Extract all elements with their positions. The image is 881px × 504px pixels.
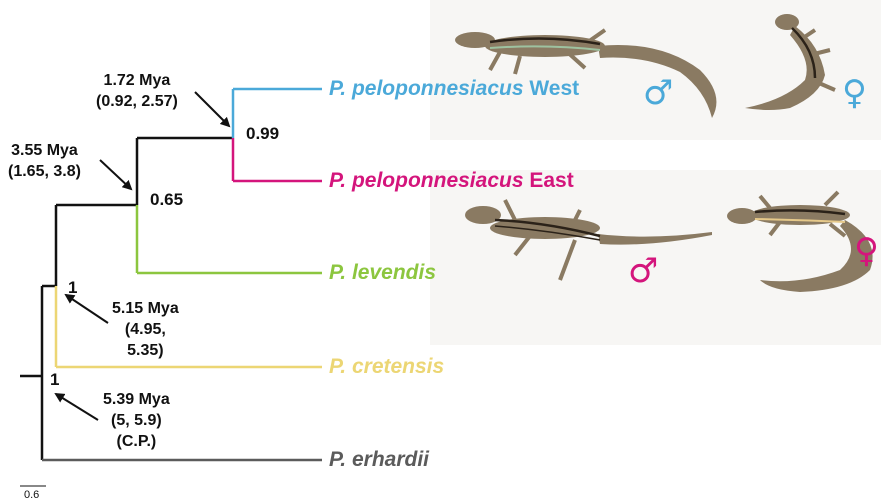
date-value: 5.39 Mya [103,389,170,410]
date-value: 5.15 Mya [112,298,179,319]
date-value: 1.72 Mya [96,70,178,91]
date-label-cret: 5.15 Mya (4.95, 5.35) [112,298,179,361]
taxon-species: P. cretensis [329,355,444,378]
scale-label: 0.6 [24,489,39,501]
date-interval: (4.95, [112,319,179,340]
date-interval: (1.65, 3.8) [8,161,81,182]
taxon-species: P. levendis [329,261,436,284]
arrow-icon [195,92,229,126]
arrow-icon [56,394,98,420]
lizard-east-male-icon [465,200,712,280]
date-label-root: 5.39 Mya (5, 5.9) (C.P.) [103,389,170,452]
taxon-label-cretensis: P. cretensis [329,355,444,379]
taxon-suffix: East [529,169,573,192]
date-calibration: (C.P.) [103,431,170,452]
male-symbol-east: ♂ [628,254,658,288]
lizard-west-female-icon [745,14,835,110]
female-symbol-east: ♀ [854,234,879,268]
date-interval: (0.92, 2.57) [96,91,178,112]
date-label-lev: 3.55 Mya (1.65, 3.8) [8,140,81,182]
taxon-species: P. peloponnesiacus [329,77,524,100]
taxon-label-levendis: P. levendis [329,261,436,285]
taxon-label-west: P. peloponnesiacus West [329,77,579,101]
taxon-suffix: West [529,77,579,100]
date-interval: (5, 5.9) [103,410,170,431]
arrow-icon [66,295,108,323]
taxon-species: P. erhardii [329,448,429,471]
date-label-pelo: 1.72 Mya (0.92, 2.57) [96,70,178,112]
male-symbol-west: ♂ [643,76,673,110]
taxon-species: P. peloponnesiacus [329,169,524,192]
date-value: 3.55 Mya [8,140,81,161]
support-label-pelo: 0.99 [246,124,279,144]
support-label-cret: 1 [68,278,77,298]
female-symbol-west: ♀ [842,76,867,110]
arrow-icon [100,160,131,189]
date-interval-end: 5.35) [112,340,179,361]
support-label-root: 1 [50,370,59,390]
taxon-label-erhardii: P. erhardii [329,448,429,472]
lizard-east-female-icon [727,192,873,292]
lizard-west-male-icon [455,30,716,118]
support-label-lev: 0.65 [150,190,183,210]
taxon-label-east: P. peloponnesiacus East [329,169,574,193]
